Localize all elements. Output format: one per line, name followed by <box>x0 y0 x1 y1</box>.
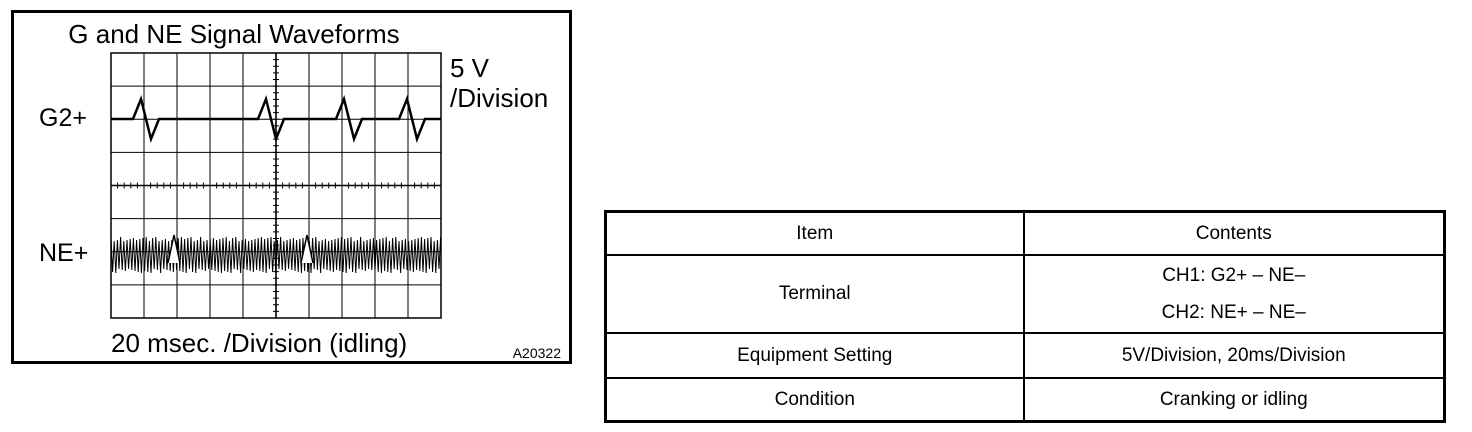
ne-missing-tooth-marker <box>167 234 181 264</box>
waveform-figure: G and NE Signal Waveforms 5 V /Division … <box>11 10 572 364</box>
header-item: Item <box>604 210 1025 256</box>
time-division-label: 20 msec. /Division (idling) <box>111 328 408 358</box>
header-contents: Contents <box>1022 210 1446 256</box>
spec-table: Item Contents Terminal CH1: G2+ – NE– CH… <box>604 210 1446 423</box>
ne-waveform-trace <box>110 236 442 274</box>
channel-g2-label: G2+ <box>39 104 87 132</box>
oscilloscope-screen <box>110 52 442 319</box>
row-contents: Cranking or idling <box>1022 377 1446 423</box>
g2-waveform-trace <box>111 94 441 144</box>
channel-ne-label: NE+ <box>39 239 89 267</box>
figure-title: G and NE Signal Waveforms <box>68 19 400 49</box>
table-row-terminal: Terminal CH1: G2+ – NE– CH2: NE+ – NE– <box>604 254 1446 334</box>
table-header-row: Item Contents <box>604 210 1446 256</box>
volt-division-label-2: /Division <box>450 83 549 113</box>
table-row-condition: Condition Cranking or idling <box>604 377 1446 423</box>
row-item: Equipment Setting <box>604 332 1025 379</box>
contents-line: CH2: NE+ – NE– <box>1161 302 1306 323</box>
table-row-equipment: Equipment Setting 5V/Division, 20ms/Divi… <box>604 332 1446 379</box>
row-contents: CH1: G2+ – NE– CH2: NE+ – NE– <box>1022 254 1446 334</box>
contents-line: CH1: G2+ – NE– <box>1162 265 1306 286</box>
volt-division-label-1: 5 V <box>450 53 490 83</box>
ne-missing-tooth-marker <box>300 234 314 264</box>
row-item: Condition <box>604 377 1025 423</box>
row-contents: 5V/Division, 20ms/Division <box>1022 332 1446 379</box>
row-item: Terminal <box>604 254 1025 334</box>
figure-code: A20322 <box>512 345 561 361</box>
